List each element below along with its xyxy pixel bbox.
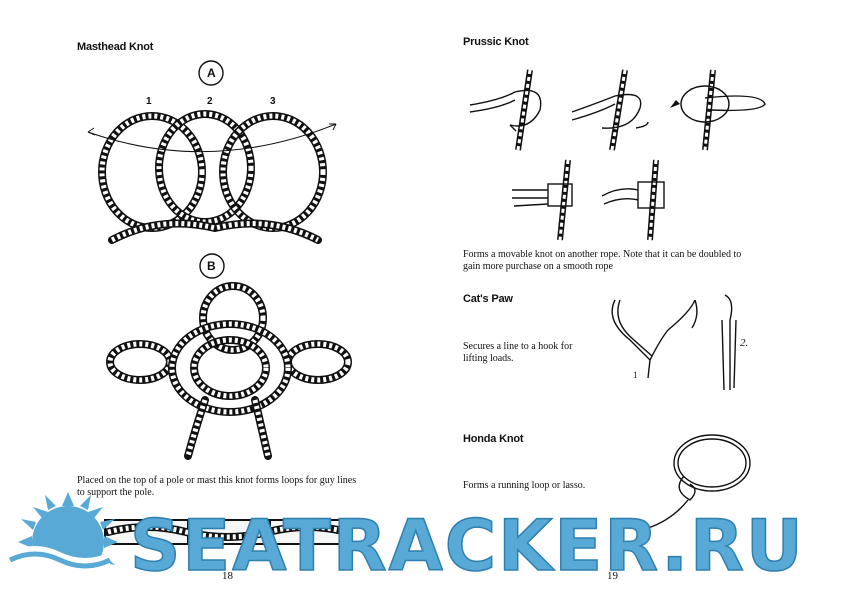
page-number-right: 19 xyxy=(607,570,618,582)
honda-text: Forms a running loop or lasso. xyxy=(463,480,586,491)
prussic-illustrations xyxy=(469,69,766,241)
page-number-left: 18 xyxy=(222,570,233,582)
cats-paw-step-1: 1 xyxy=(633,370,638,380)
figure-a-marker xyxy=(198,60,224,86)
honda-knot-illustration xyxy=(647,434,751,529)
figure-b-label: B xyxy=(207,259,216,273)
cats-paw-text-line-2: lifting loads. xyxy=(463,353,514,364)
masthead-caption-line-1: Placed on the top of a pole or mast this… xyxy=(77,475,357,486)
loop-number-2: 2 xyxy=(207,96,213,107)
loop-number-1: 1 xyxy=(146,96,152,107)
cats-paw-text-line-1: Secures a line to a hook for xyxy=(463,341,573,352)
cats-paw-title: Cat's Paw xyxy=(463,293,513,305)
prussic-text-line-1: Forms a movable knot on another rope. No… xyxy=(463,249,742,260)
masthead-caption-line-2: to support the pole. xyxy=(77,487,155,498)
masthead-title: Masthead Knot xyxy=(77,41,154,53)
cats-paw-text: Secures a line to a hook for lifting loa… xyxy=(463,341,593,365)
loop-number-3: 3 xyxy=(270,96,276,107)
cats-paw-step-2: 2. xyxy=(740,337,749,349)
watermark-text: SEATRACKER.RU xyxy=(130,505,805,587)
prussic-text: Forms a movable knot on another rope. No… xyxy=(463,249,773,273)
rope-strip xyxy=(104,519,351,545)
masthead-caption: Placed on the top of a pole or mast this… xyxy=(77,475,387,499)
cats-paw-illustration xyxy=(611,294,737,391)
figure-a-loops xyxy=(87,110,337,244)
prussic-text-line-2: gain more purchase on a smooth rope xyxy=(463,261,613,272)
figure-b-marker xyxy=(199,253,225,279)
sun-icon xyxy=(8,492,118,595)
figure-a-label: A xyxy=(207,66,216,80)
honda-title: Honda Knot xyxy=(463,433,524,445)
figure-b-knot xyxy=(106,282,352,460)
prussic-title: Prussic Knot xyxy=(463,36,529,48)
